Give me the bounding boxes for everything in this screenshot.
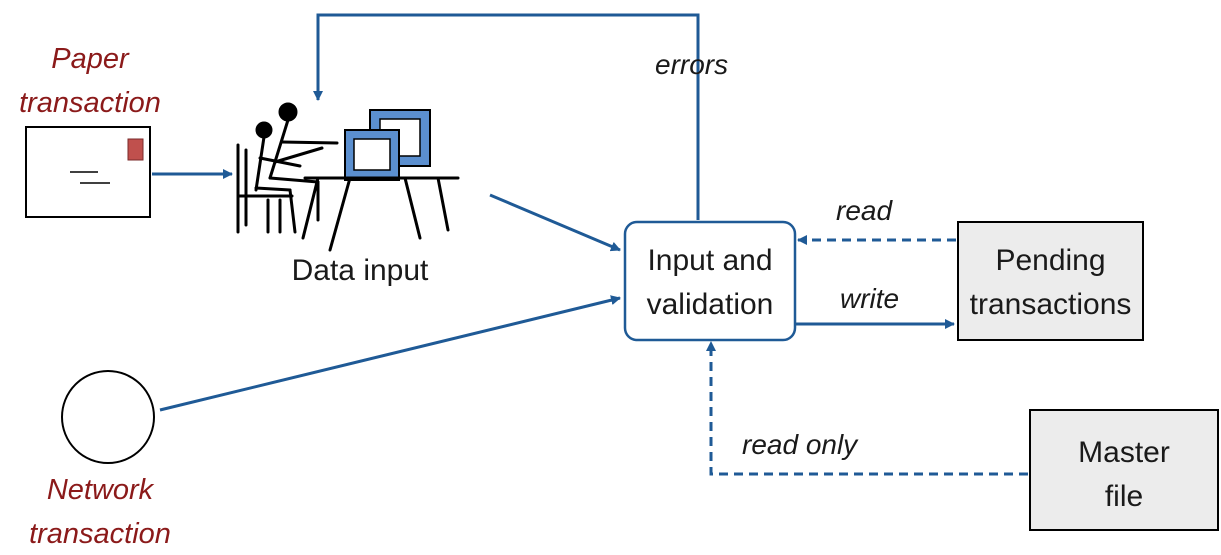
pending-transactions-box: [957, 221, 1144, 341]
master-file-box: [1029, 409, 1219, 531]
paper-label-line1: Paper: [51, 43, 129, 75]
master-label-line1: Master: [1078, 436, 1170, 469]
paper-transaction-label: Paper: [40, 42, 140, 76]
envelope-icon: [25, 126, 151, 218]
read-only-flow-label: read only: [742, 429, 858, 460]
data-entry-operator-icon: [236, 102, 460, 252]
pending-label-line1: Pending: [995, 244, 1106, 277]
read-flow-label: read: [836, 195, 893, 226]
network-to-process-arrow: [159, 295, 621, 412]
process-label-line2: validation: [646, 288, 774, 321]
master-label-line2: file: [1104, 480, 1144, 513]
network-transaction-label: Network: [25, 473, 175, 507]
data-input-label: Data input: [291, 254, 429, 287]
input-validation-box: [623, 220, 797, 342]
paper-label-line2: transaction: [19, 87, 161, 119]
network-circle-icon: [61, 370, 155, 464]
network-label-line2: transaction: [29, 518, 171, 550]
errors-flow-label: errors: [655, 49, 729, 80]
write-flow-label: write: [840, 283, 900, 314]
process-label-line1: Input and: [647, 244, 773, 277]
paper-transaction-label-line2: transaction: [0, 86, 180, 120]
read-only-master-arrow: [706, 341, 1028, 476]
network-transaction-label-line2: transaction: [5, 517, 195, 551]
pending-label-line2: transactions: [969, 288, 1132, 321]
network-label-line1: Network: [46, 474, 154, 506]
data-input-to-process-arrow: [489, 193, 621, 252]
errors-feedback-arrow: [313, 13, 700, 220]
